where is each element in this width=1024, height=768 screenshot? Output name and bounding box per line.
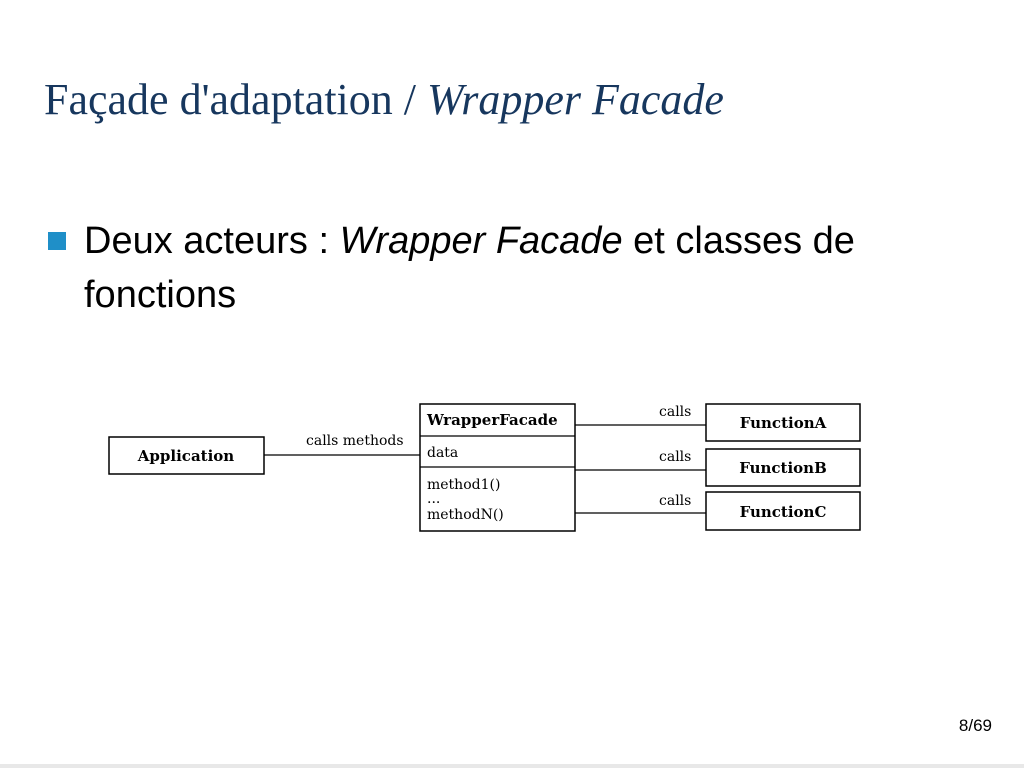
square-bullet-icon [48, 232, 66, 250]
function-a-box [705, 403, 861, 442]
application-box [108, 436, 265, 475]
wrapper-method-ellipsis: ... [427, 491, 440, 507]
function-a-label: FunctionA [740, 414, 827, 432]
function-b-box [705, 448, 861, 487]
slide-title: Façade d'adaptation / Wrapper Facade [44, 72, 724, 128]
bullet-text: Deux acteurs : Wrapper Facade et classes… [84, 214, 984, 322]
title-italic: Wrapper Facade [427, 75, 724, 124]
app-edge-label: calls methods [306, 433, 404, 449]
title-plain: Façade d'adaptation / [44, 75, 428, 124]
function-a-class: FunctionA [705, 403, 861, 442]
call-label-b: calls [659, 449, 691, 465]
class-diagram: Application calls methods WrapperFacade … [108, 403, 861, 532]
function-b-class: FunctionB [705, 448, 861, 487]
call-label-a: calls [659, 404, 691, 420]
bullet-text-after: et classes de fonctions [84, 220, 855, 316]
app-to-wrapper-edge: calls methods [264, 433, 420, 456]
wrapper-method-n: methodN() [427, 507, 504, 523]
call-edges: calls calls calls [575, 404, 706, 514]
page-number: 8/69 [958, 716, 992, 735]
call-label-c: calls [659, 493, 691, 509]
application-label: Application [137, 447, 234, 465]
function-c-class: FunctionC [705, 491, 861, 531]
wrapper-facade-class: WrapperFacade data method1() ... methodN… [419, 403, 576, 532]
bullet-text-italic: Wrapper Facade [339, 220, 623, 262]
function-c-label: FunctionC [740, 503, 827, 521]
wrapper-attribute: data [427, 445, 458, 461]
function-c-box [705, 491, 861, 531]
bullet-text-before: Deux acteurs : [84, 220, 340, 262]
application-class: Application [108, 436, 265, 475]
wrapper-name: WrapperFacade [426, 411, 558, 429]
wrapper-method-1: method1() [427, 477, 500, 493]
function-b-label: FunctionB [739, 459, 827, 477]
bottom-divider [0, 764, 1024, 768]
